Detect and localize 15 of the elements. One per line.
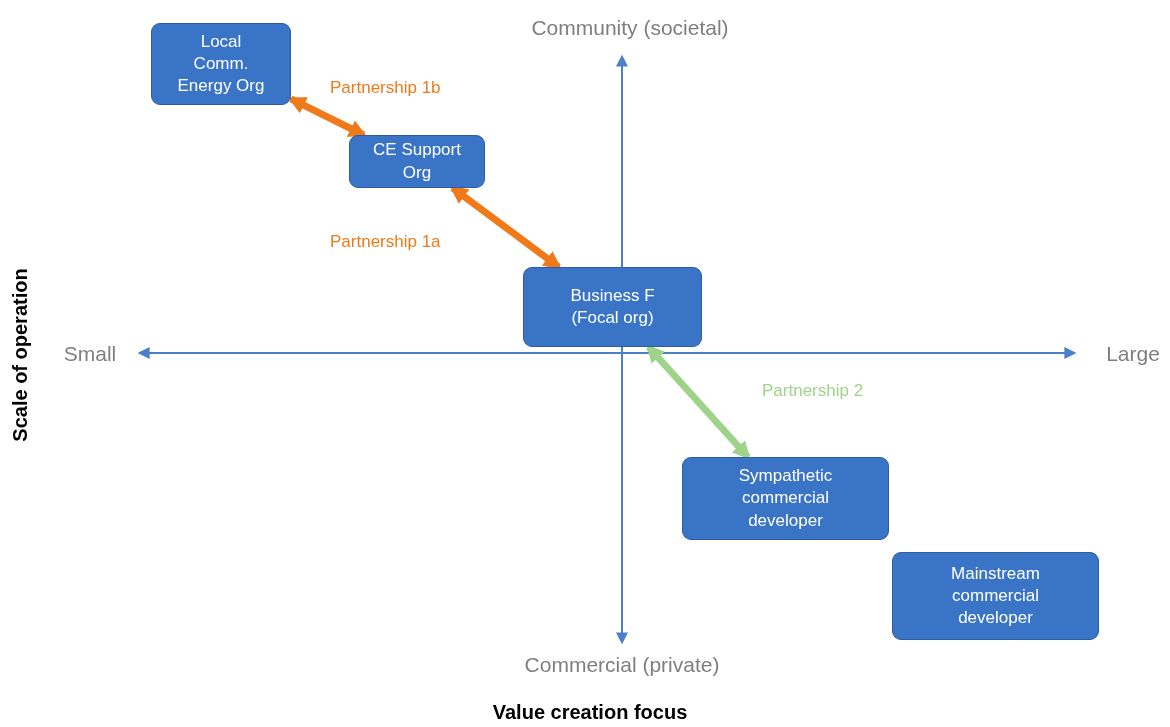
- edge-label: Partnership 1b: [330, 78, 441, 98]
- org-box: Mainstream commercial developer: [892, 552, 1099, 640]
- axis-label: Commercial (private): [524, 653, 720, 677]
- edge-label: Partnership 1a: [330, 232, 441, 252]
- org-box: Local Comm. Energy Org: [151, 23, 291, 105]
- axis-label: Large: [1106, 342, 1160, 366]
- axis-title: Scale of operation: [8, 268, 32, 442]
- org-box: Business F (Focal org): [523, 267, 702, 347]
- double-arrow: [287, 95, 367, 139]
- edge-label: Partnership 2: [762, 381, 864, 401]
- org-box: Sympathetic commercial developer: [682, 457, 889, 540]
- org-box: CE Support Org: [349, 135, 485, 188]
- axis-label: Small: [63, 342, 117, 366]
- axis-label: Community (societal): [531, 16, 729, 40]
- axis-title: Value creation focus: [492, 700, 688, 724]
